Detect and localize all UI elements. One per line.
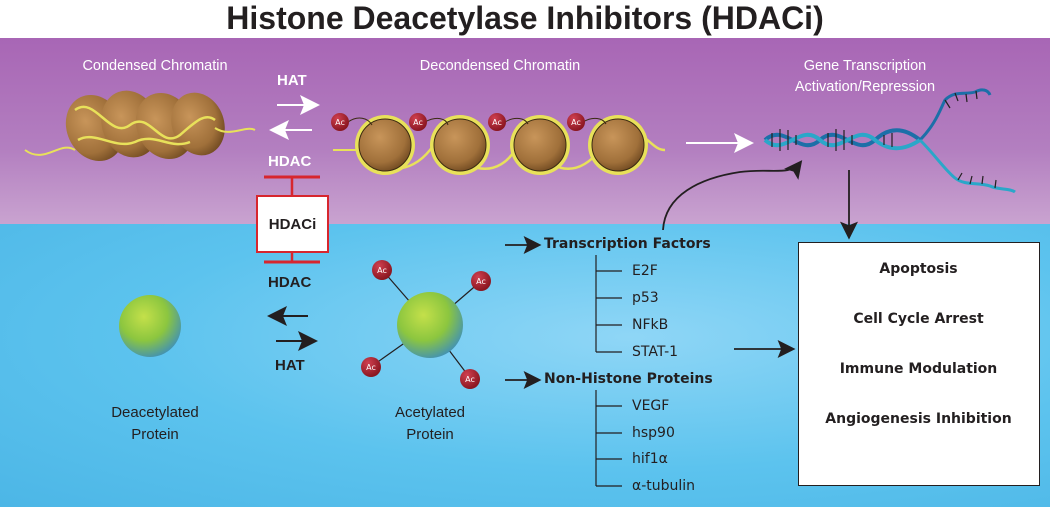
svg-text:Ac: Ac — [476, 277, 486, 286]
svg-text:Ac: Ac — [366, 363, 376, 372]
outcome-angiogenesis-inhibition: Angiogenesis Inhibition — [825, 411, 1012, 427]
nh-item-hif1a: hif1α — [632, 451, 668, 467]
non-histone-bracket — [595, 390, 622, 487]
page-title: Histone Deacetylase Inhibitors (HDACi) — [226, 0, 824, 36]
outcomes-box: Apoptosis Cell Cycle Arrest Immune Modul… — [798, 242, 1040, 486]
svg-text:Ac: Ac — [571, 118, 581, 127]
condensed-chromatin-illustration — [24, 90, 256, 162]
acetylated-protein-label-line1: Acetylated — [394, 404, 466, 421]
hdac-label-top: HDAC — [268, 153, 312, 170]
transcription-factors-bracket — [595, 255, 622, 353]
outcome-immune-modulation: Immune Modulation — [839, 361, 998, 377]
nh-item-alpha-tubulin: α-tubulin — [632, 478, 696, 494]
acetyl-marker-chromatin-3: Ac — [488, 113, 506, 131]
acetyl-marker-protein-1: Ac — [372, 260, 392, 280]
nh-item-vegf: VEGF — [632, 398, 670, 414]
svg-text:Ac: Ac — [465, 375, 475, 384]
decondensed-chromatin-label: Decondensed Chromatin — [419, 58, 581, 74]
deacetylated-protein-label-line1: Deacetylated — [111, 404, 199, 421]
hat-label-top: HAT — [277, 72, 307, 89]
acetyl-marker-protein-3: Ac — [361, 357, 381, 377]
inhibition-bar-bottom — [264, 253, 320, 264]
decondensed-chromatin-illustration — [332, 115, 666, 175]
svg-text:Ac: Ac — [413, 118, 423, 127]
svg-text:Ac: Ac — [377, 266, 387, 275]
dna-helix-illustration — [763, 88, 1016, 194]
tf-to-dna-arrow — [662, 160, 803, 231]
acetyl-marker-chromatin-1: Ac — [331, 113, 349, 131]
condensed-chromatin-label: Condensed Chromatin — [82, 58, 228, 74]
nh-item-hsp90: hsp90 — [632, 425, 675, 441]
outcome-apoptosis: Apoptosis — [879, 261, 958, 277]
inhibition-bar-top — [264, 175, 320, 195]
tf-item-stat1: STAT-1 — [632, 344, 679, 360]
hdac-label-bottom: HDAC — [268, 274, 312, 291]
tf-item-p53: p53 — [632, 290, 659, 306]
deacetylated-protein-sphere — [119, 295, 181, 357]
acetyl-marker-protein-2: Ac — [471, 271, 491, 291]
hdaci-label: HDACi — [268, 215, 317, 233]
outcome-cell-cycle-arrest: Cell Cycle Arrest — [853, 311, 984, 327]
acetyl-marker-chromatin-2: Ac — [409, 113, 427, 131]
tf-item-e2f: E2F — [632, 263, 658, 279]
acetyl-marker-protein-4: Ac — [460, 369, 480, 389]
gene-transcription-label-line2: Activation/Repression — [794, 79, 936, 95]
hdaci-inhibitor-box: HDACi — [256, 195, 329, 253]
gene-transcription-label-line1: Gene Transcription — [803, 58, 927, 74]
acetylated-protein-label-line2: Protein — [406, 426, 454, 443]
svg-text:Ac: Ac — [492, 118, 502, 127]
non-histone-proteins-heading: Non-Histone Proteins — [544, 371, 713, 387]
acetyl-marker-chromatin-4: Ac — [567, 113, 585, 131]
deacetylated-protein-label-line2: Protein — [131, 426, 179, 443]
acetylated-protein-illustration — [371, 271, 481, 379]
tf-item-nfkb: NFkB — [632, 317, 669, 333]
hat-label-bottom: HAT — [275, 357, 305, 374]
transcription-factors-heading: Transcription Factors — [544, 236, 711, 252]
svg-text:Ac: Ac — [335, 118, 345, 127]
